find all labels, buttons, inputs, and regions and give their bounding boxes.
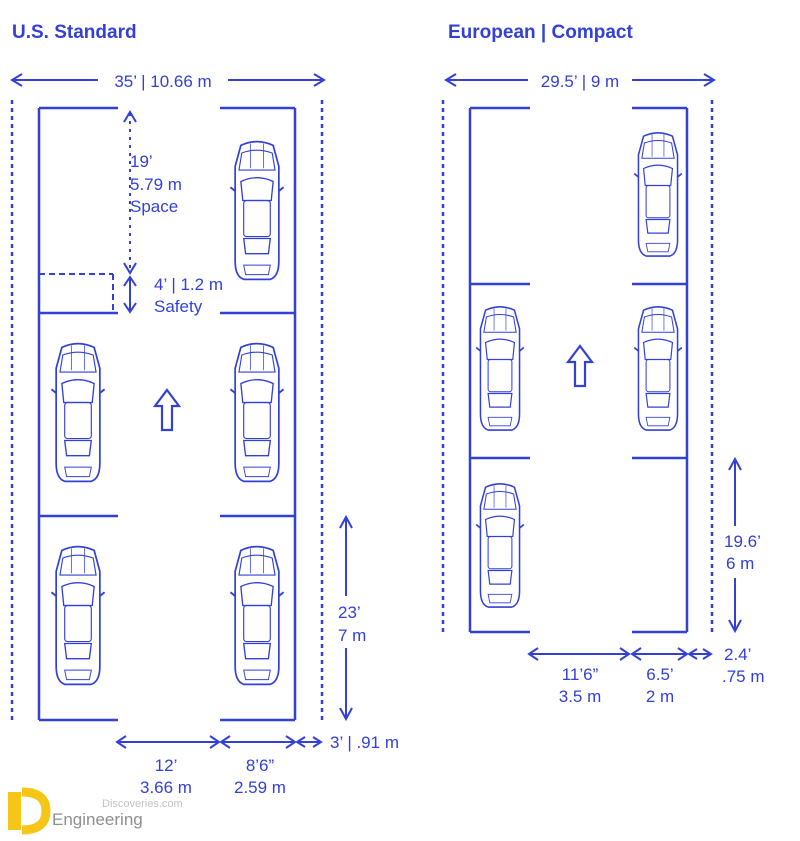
us-stall-width-feet: 8’6”	[246, 756, 275, 775]
us-stall-length-meters: 7 m	[338, 626, 366, 645]
us-space-word: Space	[130, 197, 178, 216]
us-aisle-meters: 3.66 m	[140, 778, 192, 797]
eu-stall-length-meters: 6 m	[726, 554, 754, 573]
us-stall-width-meters: 2.59 m	[234, 778, 286, 797]
car-icon	[229, 342, 285, 483]
us-aisle-feet: 12’	[155, 756, 178, 775]
logo-bottom-text: Engineering	[52, 810, 143, 829]
car-icon	[229, 545, 285, 686]
us-width-label: 35’ | 10.66 m	[114, 72, 211, 91]
us-layout	[10, 71, 353, 749]
eu-stall-width-feet: 6.5’	[646, 665, 673, 684]
eu-margin-meters: .75 m	[722, 667, 765, 686]
eu-aisle-feet: 11’6”	[562, 665, 599, 684]
eu-width-label-bg	[528, 68, 632, 92]
car-icon	[475, 305, 525, 431]
us-stall-label-bg	[334, 596, 380, 648]
us-stall-length-feet: 23’	[338, 603, 361, 622]
direction-arrow-icon	[566, 344, 594, 388]
european-compact-title: European | Compact	[448, 22, 633, 43]
eu-width-label: 29.5’ | 9 m	[541, 72, 619, 91]
car-icon	[475, 482, 525, 608]
us-standard-title: U.S. Standard	[12, 22, 137, 43]
direction-arrow-icon	[153, 388, 181, 432]
us-width-label-bg	[98, 68, 228, 92]
us-space-meters: 5.79 m	[130, 175, 182, 194]
car-icon	[50, 342, 106, 483]
d-e-logo-icon	[8, 787, 51, 835]
us-safety-word: Safety	[154, 297, 203, 316]
car-icon	[50, 545, 106, 686]
eu-margin-feet: 2.4’	[724, 645, 751, 664]
eu-layout	[441, 73, 742, 661]
us-space-feet: 19’	[130, 152, 153, 171]
logo-top-text: Discoveries.com	[102, 798, 183, 810]
car-icon	[633, 131, 683, 257]
eu-stall-width-meters: 2 m	[646, 687, 674, 706]
car-icon	[229, 140, 285, 281]
us-safety-size: 4’ | 1.2 m	[154, 275, 223, 294]
eu-stall-label-bg	[722, 526, 778, 578]
eu-aisle-meters: 3.5 m	[559, 687, 602, 706]
us-margin-label: 3’ | .91 m	[330, 733, 399, 752]
car-icon	[633, 305, 683, 431]
eu-stall-length-feet: 19.6’	[724, 532, 761, 551]
